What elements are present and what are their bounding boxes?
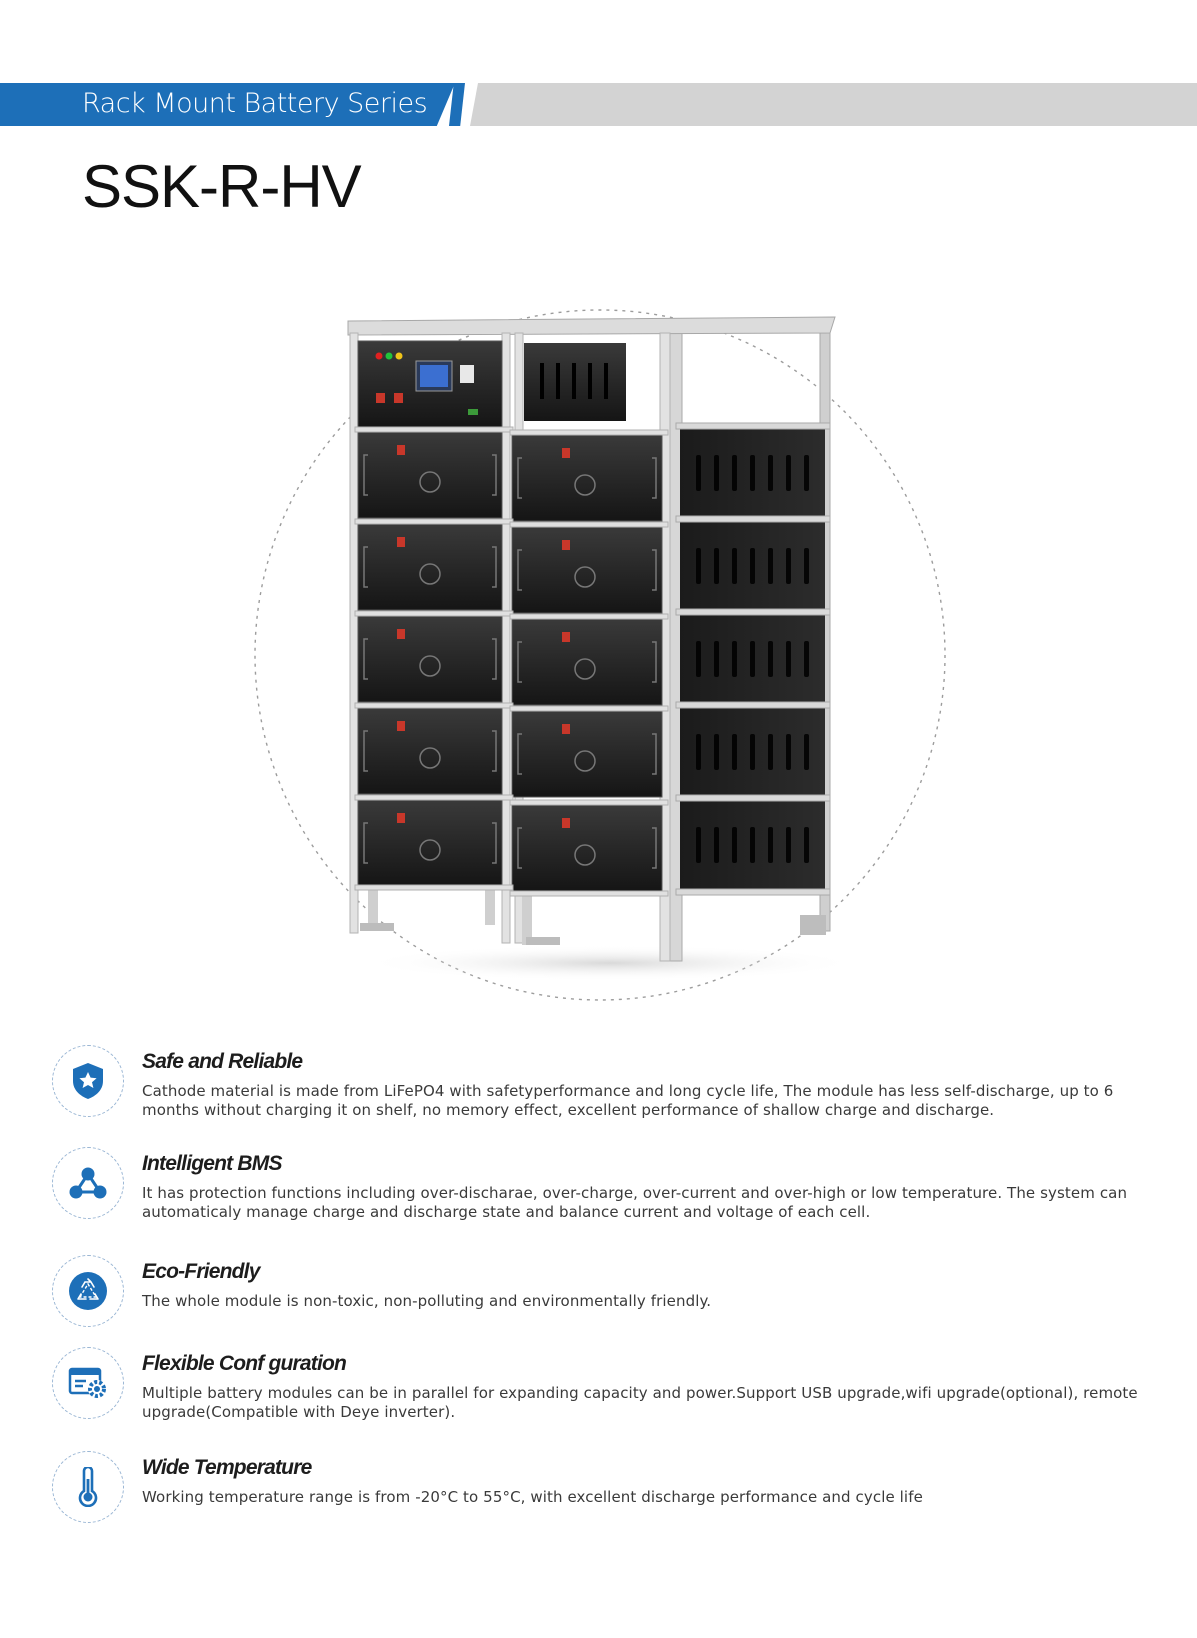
feature-title: Eco-Friendly: [142, 1260, 260, 1283]
feature-icon-badge: [52, 1347, 124, 1419]
feature-icon-badge: [52, 1451, 124, 1523]
recycle-icon: [67, 1270, 109, 1312]
banner-gray-block: [470, 83, 1197, 126]
series-banner: Rack Mount Battery Series: [0, 83, 1197, 126]
network-nodes-icon: [67, 1162, 109, 1204]
battery-modules-left: [357, 431, 503, 887]
thermometer-icon: [67, 1466, 109, 1508]
shield-star-icon: [67, 1060, 109, 1102]
feature-description: It has protection functions including ov…: [142, 1184, 1128, 1221]
config-gear-icon: [67, 1362, 109, 1404]
feature-icon-badge: [52, 1147, 124, 1219]
banner-blue-block: [0, 83, 455, 126]
battery-modules-middle: [511, 434, 663, 892]
feature-icon-badge: [52, 1255, 124, 1327]
battery-rack-illustration: [254, 309, 946, 1001]
feature-icon-badge: [52, 1045, 124, 1117]
shelf-rails: [354, 426, 669, 897]
series-label: Rack Mount Battery Series: [82, 88, 428, 119]
rack-side: [669, 330, 831, 962]
control-box: [357, 340, 503, 428]
dashed-circle: [254, 309, 946, 1001]
feature-title: Wide Temperature: [142, 1456, 312, 1479]
module-details: [363, 445, 657, 869]
feature-title: Safe and Reliable: [142, 1050, 303, 1073]
rack-roof: [347, 316, 836, 336]
feature-description: Cathode material is made from LiFePO4 wi…: [142, 1082, 1114, 1119]
feature-title: Flexible Conf guration: [142, 1352, 347, 1375]
battery-rack-image: [240, 285, 980, 1025]
feature-description: Working temperature range is from -20°C …: [142, 1488, 923, 1506]
feature-title: Intelligent BMS: [142, 1152, 282, 1175]
feature-description: The whole module is non-toxic, non-pollu…: [142, 1292, 712, 1310]
banner-stripe: [449, 83, 465, 126]
product-title: SSK-R-HV: [82, 153, 362, 220]
feature-description: Multiple battery modules can be in paral…: [142, 1384, 1138, 1421]
floor-shadow: [360, 945, 860, 981]
